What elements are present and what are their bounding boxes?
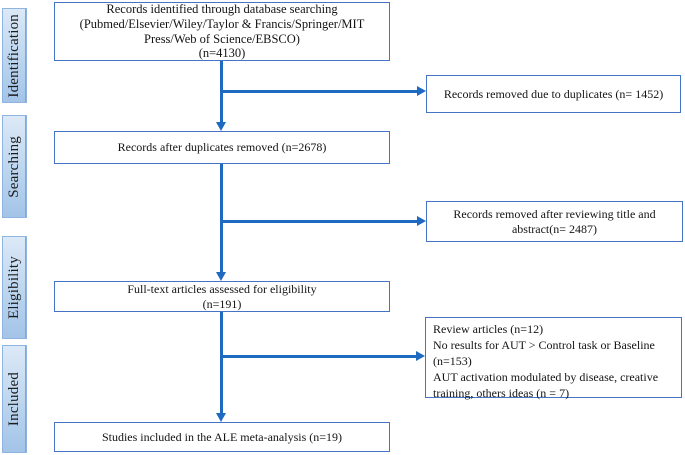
box-title-abstract-removed: Records removed after reviewing title an… — [426, 201, 683, 242]
box-duplicates-removed: Records removed due to duplicates (n= 14… — [426, 75, 681, 113]
connector-branch-duplicates — [220, 90, 417, 93]
exclusion-reason-review-articles: Review articles (n=12) — [433, 322, 544, 336]
box-records-identified: Records identified through database sear… — [54, 2, 390, 61]
arrowhead-right-title-abstract-icon — [417, 216, 426, 226]
connector-afterdup-to-fulltext — [220, 164, 223, 273]
arrowhead-down-fulltext-icon — [216, 272, 226, 281]
stage-identification-label: Identification — [6, 13, 22, 98]
connector-branch-title-abstract — [220, 220, 417, 223]
arrowhead-down-included-icon — [216, 413, 226, 422]
arrowhead-down-afterdup-icon — [216, 122, 226, 131]
box-records-after-duplicates: Records after duplicates removed (n=2678… — [54, 131, 390, 164]
box-studies-included: Studies included in the ALE meta-analysi… — [54, 422, 390, 452]
stage-searching: Searching — [2, 115, 27, 218]
box-records-identified-text: Records identified through database sear… — [79, 2, 365, 61]
box-duplicates-removed-text: Records removed due to duplicates (n= 14… — [443, 86, 664, 101]
box-records-after-duplicates-text: Records after duplicates removed (n=2678… — [117, 140, 327, 155]
arrowhead-right-exclusions-icon — [416, 351, 425, 361]
stage-included: Included — [2, 345, 27, 453]
exclusion-reasons-list: Review articles (n=12) No results for AU… — [433, 321, 674, 401]
box-exclusion-reasons: Review articles (n=12) No results for AU… — [425, 317, 682, 401]
box-fulltext-assessed-text: Full-text articles assessed for eligibil… — [127, 281, 317, 311]
arrowhead-right-duplicates-icon — [417, 86, 426, 96]
stage-eligibility: Eligibility — [2, 236, 27, 339]
exclusion-reason-modulated: AUT activation modulated by disease, cre… — [433, 370, 659, 400]
box-fulltext-assessed: Full-text articles assessed for eligibil… — [54, 281, 390, 312]
stage-eligibility-label: Eligibility — [6, 255, 22, 320]
connector-fulltext-to-included — [220, 312, 223, 414]
stage-searching-label: Searching — [6, 135, 22, 198]
box-studies-included-text: Studies included in the ALE meta-analysi… — [101, 429, 343, 444]
stage-identification: Identification — [2, 8, 27, 103]
connector-branch-exclusions — [220, 355, 416, 358]
box-title-abstract-removed-text: Records removed after reviewing title an… — [453, 206, 656, 236]
stage-included-label: Included — [6, 371, 22, 427]
exclusion-reason-no-results: No results for AUT > Control task or Bas… — [433, 338, 655, 368]
